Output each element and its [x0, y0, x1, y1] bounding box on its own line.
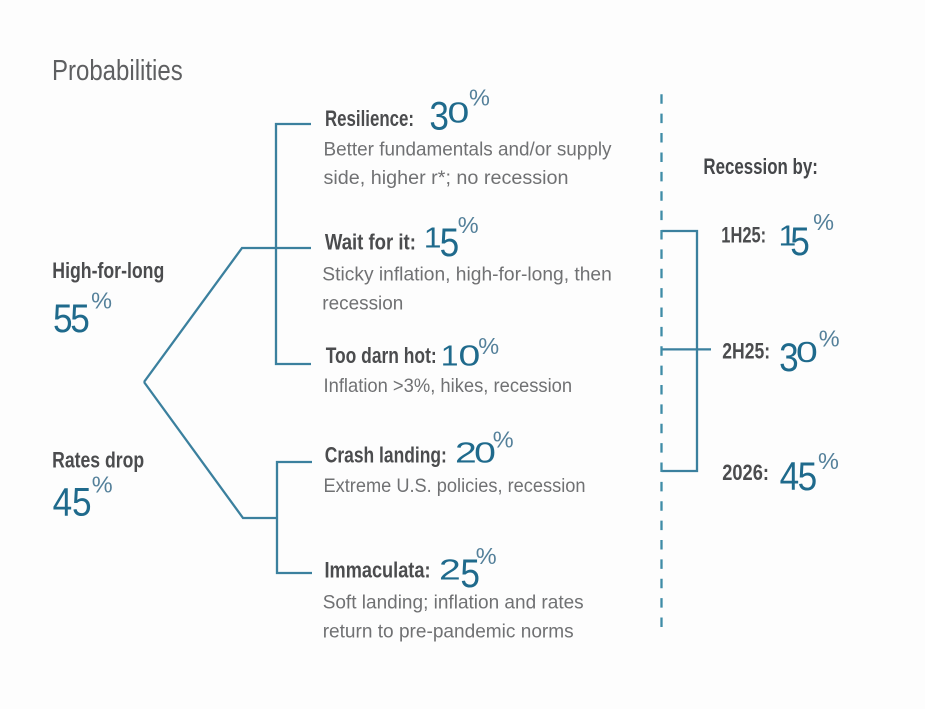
svg-text:Recession by:: Recession by: — [703, 154, 818, 179]
svg-text:Soft landing; inflation and ra: Soft landing; inflation and rates — [323, 591, 584, 613]
svg-text:1: 1 — [424, 222, 442, 254]
svg-text:%: % — [469, 85, 490, 111]
svg-text:2: 2 — [455, 437, 477, 469]
svg-text:return to pre-pandemic norms: return to pre-pandemic norms — [323, 620, 574, 642]
svg-text:5: 5 — [440, 220, 460, 265]
svg-text:0: 0 — [796, 337, 818, 369]
svg-text:Rates drop: Rates drop — [52, 447, 144, 472]
svg-text:Probabilities: Probabilities — [52, 55, 183, 87]
svg-text:1: 1 — [779, 220, 797, 252]
svg-text:%: % — [92, 472, 113, 498]
svg-text:5: 5 — [72, 480, 92, 525]
svg-text:Sticky inflation, high-for-lon: Sticky inflation, high-for-long, then — [322, 263, 612, 285]
svg-text:Crash landing:: Crash landing: — [325, 443, 447, 468]
svg-text:2H25:: 2H25: — [722, 339, 770, 364]
svg-text:0: 0 — [448, 97, 470, 129]
svg-text:5: 5 — [790, 219, 810, 264]
svg-text:Too darn hot:: Too darn hot: — [326, 343, 437, 368]
svg-text:5: 5 — [70, 296, 90, 341]
svg-text:2: 2 — [439, 554, 461, 586]
svg-text:%: % — [819, 325, 840, 351]
svg-text:5: 5 — [460, 551, 480, 596]
svg-text:%: % — [478, 333, 499, 359]
svg-text:%: % — [91, 287, 112, 313]
svg-text:2026:: 2026: — [722, 460, 769, 485]
svg-text:0: 0 — [474, 437, 496, 469]
svg-text:side, higher r*; no recession: side, higher r*; no recession — [324, 167, 569, 189]
svg-text:1H25:: 1H25: — [721, 223, 766, 248]
svg-text:3: 3 — [779, 335, 799, 380]
svg-text:High-for-long: High-for-long — [52, 258, 164, 283]
svg-text:Immaculata:: Immaculata: — [325, 557, 431, 582]
svg-text:1: 1 — [441, 340, 459, 372]
svg-text:Inflation >3%, hikes, recessio: Inflation >3%, hikes, recession — [324, 375, 573, 397]
svg-text:0: 0 — [459, 340, 481, 372]
svg-text:4: 4 — [53, 480, 73, 525]
svg-text:%: % — [476, 543, 497, 569]
svg-text:4: 4 — [780, 453, 800, 498]
svg-text:3: 3 — [429, 93, 449, 138]
svg-text:%: % — [813, 209, 834, 235]
svg-text:%: % — [818, 448, 839, 474]
svg-text:%: % — [458, 212, 479, 238]
svg-text:5: 5 — [53, 296, 73, 341]
svg-text:Better fundamentals and/or sup: Better fundamentals and/or supply — [324, 139, 612, 161]
svg-text:5: 5 — [798, 454, 818, 499]
svg-text:Wait for it:: Wait for it: — [325, 230, 416, 255]
svg-text:%: % — [493, 427, 514, 453]
svg-text:Extreme U.S. policies, recessi: Extreme U.S. policies, recession — [324, 475, 586, 497]
svg-text:recession: recession — [322, 293, 403, 315]
svg-text:Resilience:: Resilience: — [325, 106, 414, 131]
